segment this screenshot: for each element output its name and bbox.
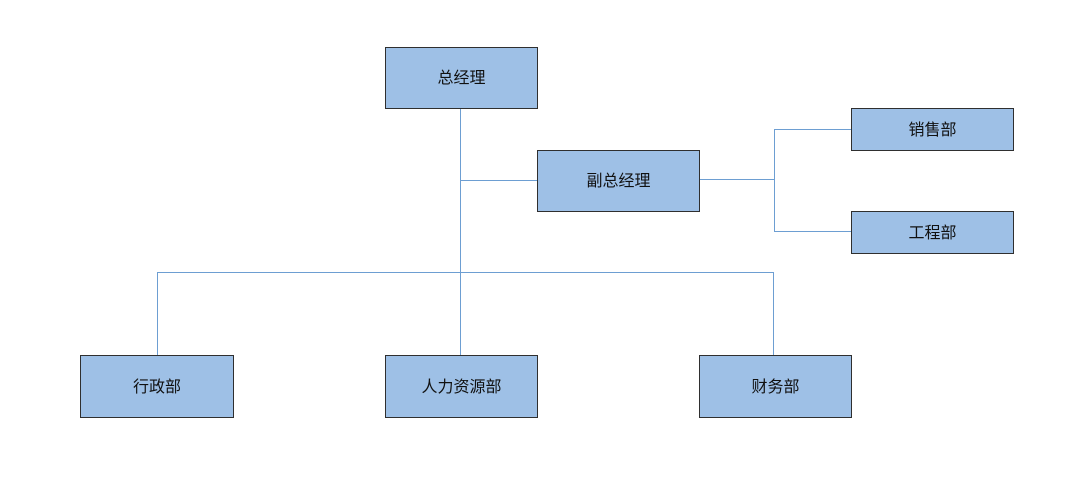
deputy-general-manager-box: 副总经理 xyxy=(537,150,700,212)
connector-to-finance xyxy=(773,272,774,356)
connector-to-administration xyxy=(157,272,158,356)
human-resources-department-box: 人力资源部 xyxy=(385,355,538,418)
connector-departments-horizontal xyxy=(157,272,774,273)
general-manager-label: 总经理 xyxy=(437,68,486,87)
administration-department-box: 行政部 xyxy=(80,355,234,418)
human-resources-department-label: 人力资源部 xyxy=(421,376,502,396)
administration-department-label: 行政部 xyxy=(132,376,181,396)
deputy-general-manager-label: 副总经理 xyxy=(586,171,651,190)
general-manager-box: 总经理 xyxy=(385,47,538,109)
connector-deputy-to-branch xyxy=(699,179,775,180)
engineering-department-box: 工程部 xyxy=(851,211,1014,254)
connector-branch-vertical xyxy=(774,129,775,232)
connector-to-sales xyxy=(774,129,851,130)
sales-department-label: 销售部 xyxy=(908,119,957,139)
engineering-department-label: 工程部 xyxy=(908,222,957,242)
sales-department-box: 销售部 xyxy=(851,108,1014,151)
connector-to-deputy xyxy=(460,180,537,181)
connector-main-vertical xyxy=(460,108,461,356)
finance-department-box: 财务部 xyxy=(699,355,852,418)
connector-to-engineering xyxy=(774,231,851,232)
finance-department-label: 财务部 xyxy=(751,376,800,396)
